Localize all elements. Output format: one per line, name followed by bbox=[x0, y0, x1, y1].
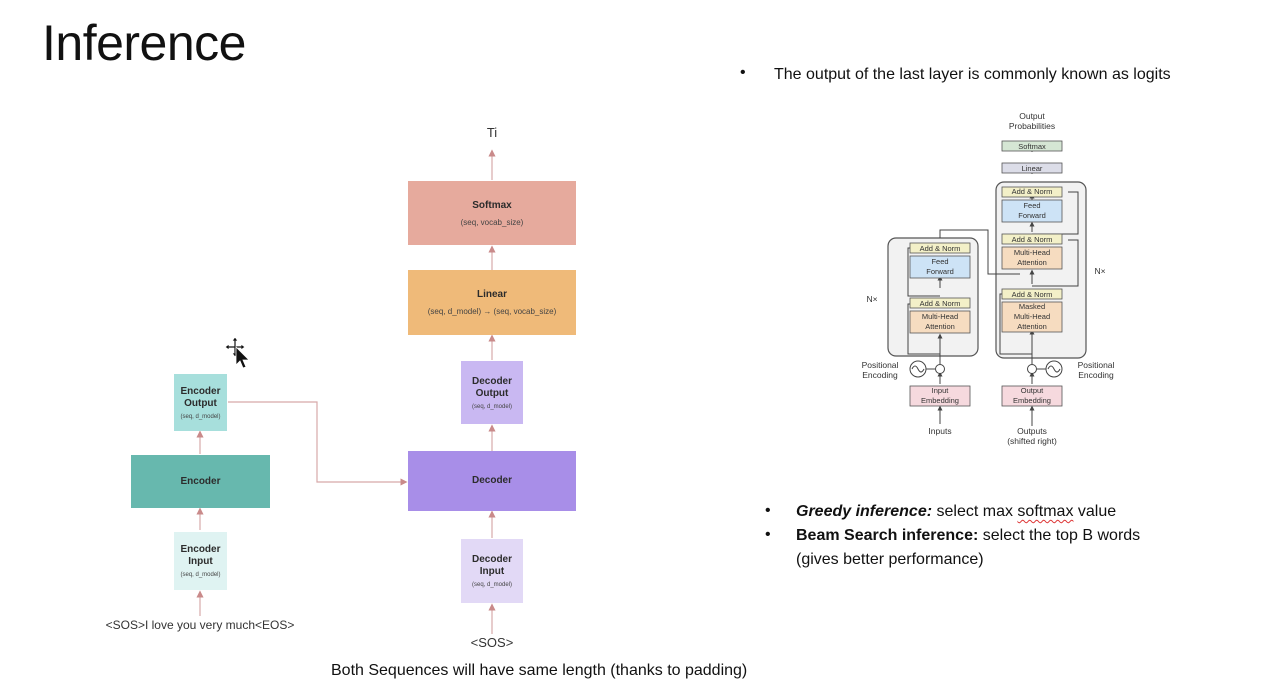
linear-box: Linear (seq, d_model) → (seq, vocab_size… bbox=[408, 270, 576, 335]
greedy-label: Greedy inference: bbox=[796, 503, 933, 520]
bullet-dot-beam: • bbox=[765, 526, 771, 543]
encoder-input-label: Encoder Input bbox=[180, 544, 221, 567]
move-cursor-icon bbox=[224, 336, 250, 369]
bullet-dot-greedy: • bbox=[765, 502, 771, 519]
tf-dec-add-norm-2: Add & Norm bbox=[1011, 235, 1053, 244]
encoder-output-label: Encoder Output bbox=[180, 385, 221, 409]
tf-output-probabilities: Output Probabilities bbox=[1008, 111, 1056, 131]
tf-enc-positional-encoding: Positional Encoding bbox=[861, 360, 899, 380]
softmax-dims: (seq, vocab_size) bbox=[460, 217, 524, 227]
bullet-logits-text: The output of the last layer is commonly… bbox=[774, 66, 1171, 83]
beam-text: select the top B words bbox=[978, 527, 1141, 544]
tf-input-embedding: Input Embedding bbox=[921, 386, 959, 405]
decoder-box: Decoder bbox=[408, 451, 576, 511]
tf-dec-add-norm-1: Add & Norm bbox=[1011, 290, 1053, 299]
tf-enc-feed-forward: Feed Forward bbox=[926, 257, 954, 276]
bullet-greedy-text: Greedy inference: select max softmax val… bbox=[796, 503, 1116, 521]
tf-enc-multi-head: Multi-Head Attention bbox=[921, 312, 959, 331]
decoder-output-dims: (seq, d_model) bbox=[471, 403, 513, 410]
tf-dec-feed-forward: Feed Forward bbox=[1018, 201, 1046, 220]
tf-dec-multi-head: Multi-Head Attention bbox=[1013, 248, 1051, 267]
tf-dec-masked-attention: Masked Multi-Head Attention bbox=[1013, 302, 1051, 331]
transformer-architecture-figure bbox=[887, 140, 1087, 426]
tf-outputs: Outputs (shifted right) bbox=[1007, 426, 1057, 446]
slide-title: Inference bbox=[42, 15, 246, 71]
encoder-label: Encoder bbox=[180, 475, 221, 487]
decoder-sentence: <SOS> bbox=[470, 635, 514, 650]
decoder-input-box: Decoder Input (seq, d_model) bbox=[461, 539, 523, 603]
tf-dec-add-norm-3: Add & Norm bbox=[1011, 187, 1053, 196]
encoder-box: Encoder bbox=[131, 455, 270, 508]
tf-enc-nx: N× bbox=[866, 294, 878, 304]
tf-output-embedding: Output Embedding bbox=[1013, 386, 1051, 405]
softmax-box: Softmax (seq, vocab_size) bbox=[408, 181, 576, 245]
output-token: Ti bbox=[486, 125, 498, 140]
decoder-output-box: Decoder Output (seq, d_model) bbox=[461, 361, 523, 424]
bullet-dot-logits: • bbox=[740, 64, 746, 81]
tf-dec-positional-encoding: Positional Encoding bbox=[1077, 360, 1115, 380]
greedy-text-2: value bbox=[1073, 503, 1117, 520]
tf-dec-nx: N× bbox=[1094, 266, 1106, 276]
decoder-output-label: Decoder Output bbox=[471, 375, 512, 399]
slide-footer: Both Sequences will have same length (th… bbox=[331, 662, 748, 679]
encoder-input-box: Encoder Input (seq, d_model) bbox=[174, 532, 227, 590]
beam-label: Beam Search inference: bbox=[796, 527, 979, 544]
tf-enc-add-norm-1: Add & Norm bbox=[919, 299, 961, 308]
tf-linear: Linear bbox=[1021, 164, 1043, 173]
beam-text-line2: (gives better performance) bbox=[796, 551, 984, 568]
linear-dims: (seq, d_model) → (seq, vocab_size) bbox=[427, 307, 557, 316]
linear-label: Linear bbox=[476, 289, 507, 300]
decoder-input-dims: (seq, d_model) bbox=[471, 582, 513, 588]
tf-enc-add-norm-2: Add & Norm bbox=[919, 244, 961, 253]
encoder-sentence: <SOS>I love you very much<EOS> bbox=[105, 618, 295, 632]
tf-inputs: Inputs bbox=[928, 426, 952, 436]
softmax-label: Softmax bbox=[472, 199, 512, 211]
encoder-input-dims: (seq, d_model) bbox=[180, 572, 221, 578]
decoder-input-label: Decoder Input bbox=[471, 554, 512, 577]
encoder-output-dims: (seq, d_model) bbox=[180, 413, 221, 420]
bullet-beam-text: Beam Search inference: select the top B … bbox=[796, 527, 1140, 545]
greedy-text-softmax: softmax bbox=[1017, 503, 1074, 520]
decoder-label: Decoder bbox=[471, 475, 512, 486]
encoder-output-box: Encoder Output (seq, d_model) bbox=[174, 374, 227, 431]
greedy-text-1: select max bbox=[932, 503, 1018, 520]
tf-softmax: Softmax bbox=[1018, 142, 1046, 151]
